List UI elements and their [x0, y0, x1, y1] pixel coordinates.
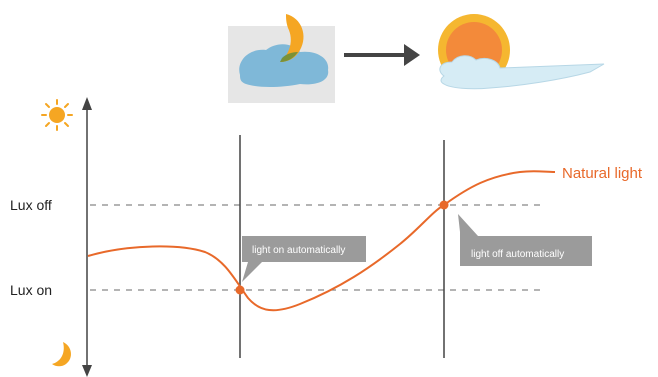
light-off-callout: light off automatically: [458, 214, 592, 266]
vertical-axis: [82, 97, 92, 377]
natural-light-label: Natural light: [562, 165, 643, 182]
right-arrow-icon: [344, 44, 420, 66]
switch-on-point: [235, 285, 245, 295]
sun-cloud-icon: [438, 14, 605, 90]
moon-cloud-icon: [239, 14, 329, 87]
sun-icon: [41, 99, 73, 131]
light-on-callout-text: light on automatically: [252, 245, 345, 256]
light-on-callout: light on automatically: [242, 236, 366, 282]
light-off-callout-text: light off automatically: [471, 249, 564, 260]
lux-on-label: Lux on: [10, 282, 52, 298]
crescent-moon-icon: [52, 342, 72, 367]
night-scene-panel: [228, 14, 335, 103]
lux-off-label: Lux off: [10, 197, 52, 213]
natural-light-curve: [87, 170, 556, 312]
switch-off-point: [439, 200, 449, 210]
